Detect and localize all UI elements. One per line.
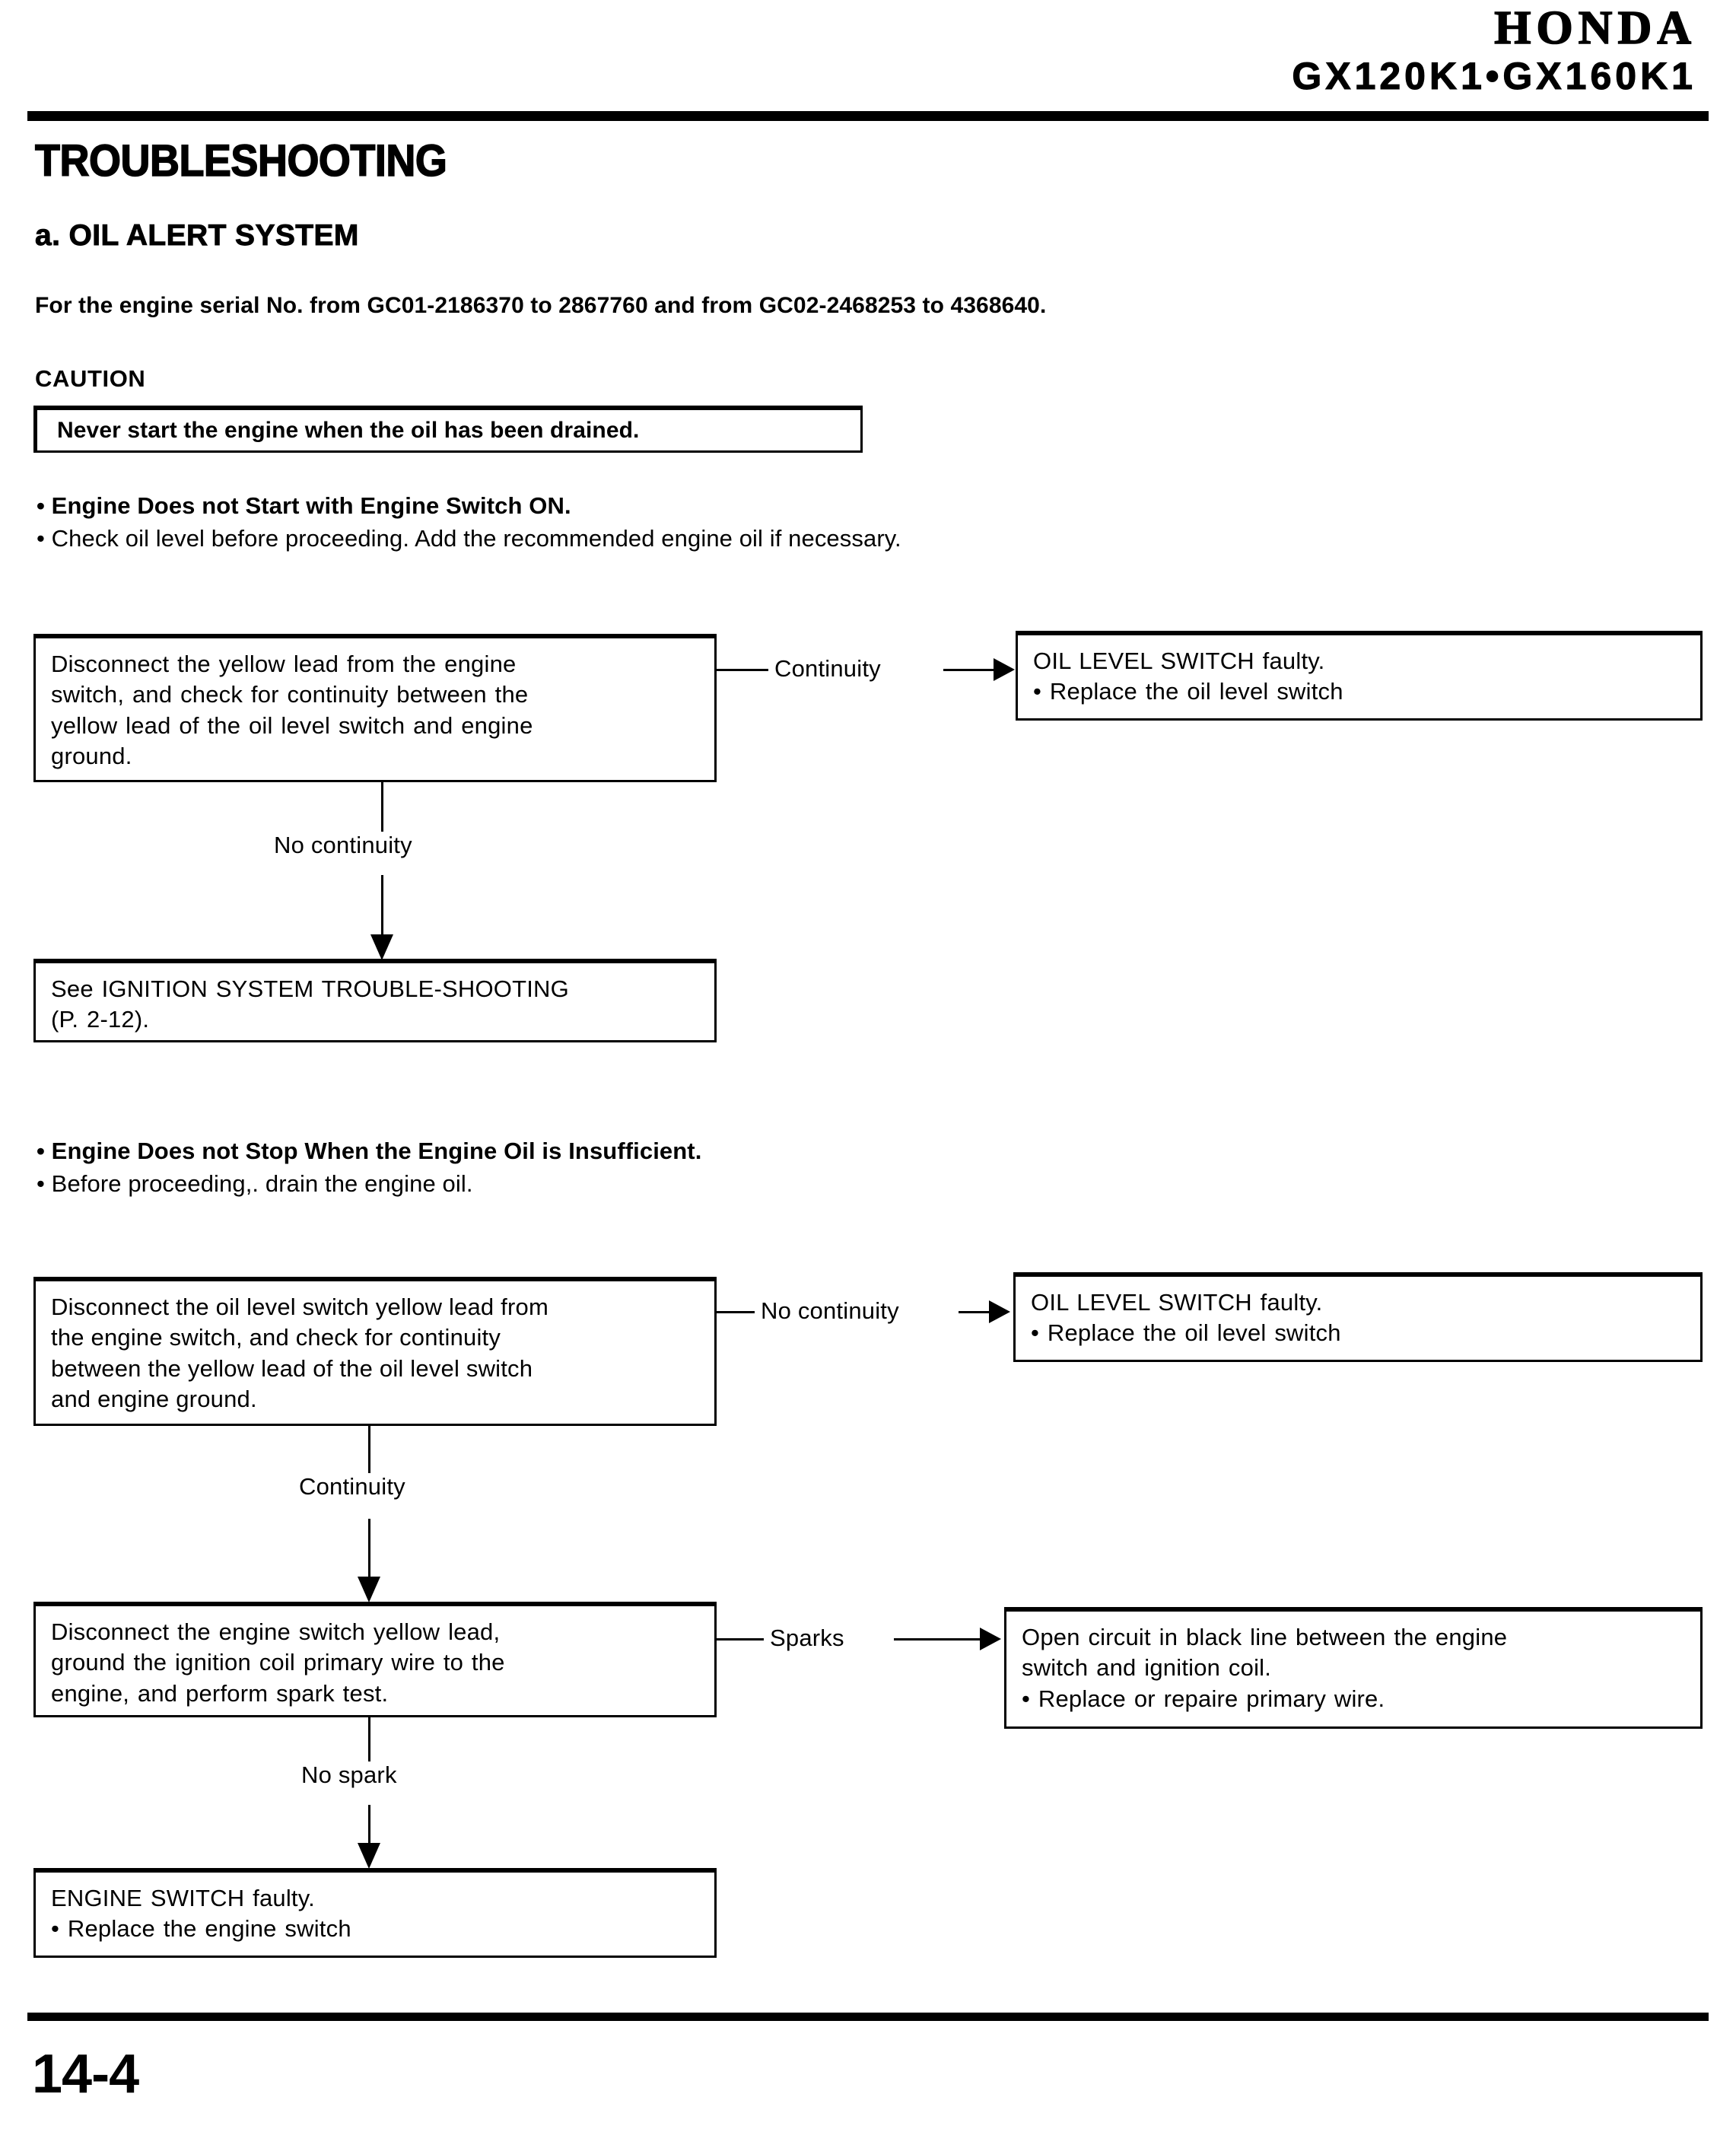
section2-down-connector-upper	[368, 1426, 370, 1487]
section1-headings: • Engine Does not Start with Engine Swit…	[37, 492, 901, 552]
section1-start-line4: ground.	[51, 742, 132, 769]
caution-box: Never start the engine when the oil has …	[33, 406, 863, 453]
section2-continuity-label: Continuity	[293, 1473, 412, 1500]
model-designation: GX120K1•GX160K1	[1292, 55, 1696, 98]
section1-ignition-line2: (P. 2-12).	[51, 1006, 150, 1033]
section2-subheading: • Before proceeding,. drain the engine o…	[37, 1170, 473, 1197]
section1-continuity-label: Continuity	[768, 655, 887, 683]
section2-nospark-connector-lower	[368, 1805, 370, 1851]
page-title: TROUBLESHOOTING	[34, 135, 447, 186]
serial-number-note: For the engine serial No. from GC01-2186…	[35, 293, 1047, 318]
section2-start-line4: and engine ground.	[51, 1385, 257, 1412]
section2-spark-line3: engine, and perform spark test.	[51, 1679, 389, 1707]
section2-open-circuit-line1: Open circuit in black line between the e…	[1022, 1624, 1508, 1650]
header-brand-block: HONDA GX120K1•GX160K1	[1292, 2, 1696, 98]
section1-right-connector-right	[943, 669, 1006, 671]
section1-subheading: • Check oil level before proceeding. Add…	[37, 525, 901, 552]
section2-spark-line2: ground the ignition coil primary wire to…	[51, 1649, 505, 1676]
section1-heading: • Engine Does not Start with Engine Swit…	[37, 492, 571, 519]
section2-start-line2: the engine switch, and check for continu…	[51, 1324, 501, 1351]
section1-right-connector-left	[717, 669, 770, 671]
section2-no-spark-label: No spark	[295, 1761, 403, 1789]
section2-down-arrowhead	[358, 1577, 380, 1602]
section1-result-line2: • Replace the oil level switch	[1033, 678, 1343, 705]
section2-result-box: OIL LEVEL SWITCH faulty. • Replace the o…	[1013, 1272, 1703, 1362]
section2-nospark-arrowhead	[358, 1843, 380, 1869]
section2-nospark-connector-upper	[368, 1717, 370, 1775]
footer-divider-rule	[27, 2013, 1709, 2021]
section2-right-connector-right	[959, 1311, 995, 1313]
section1-down-connector-lower	[381, 875, 383, 942]
section1-start-line3: yellow lead of the oil level switch and …	[51, 711, 533, 739]
section2-spark-line1: Disconnect the engine switch yellow lead…	[51, 1618, 501, 1645]
section1-start-box: Disconnect the yellow lead from the engi…	[33, 634, 717, 782]
section2-down-connector-lower	[368, 1519, 370, 1584]
section2-spark-test-box: Disconnect the engine switch yellow lead…	[33, 1602, 717, 1717]
section1-no-continuity-label: No continuity	[268, 832, 418, 859]
section2-no-continuity-label: No continuity	[755, 1297, 905, 1325]
section2-sparks-connector-left	[717, 1638, 767, 1641]
section1-down-arrowhead	[370, 934, 393, 960]
section2-final-line1: ENGINE SWITCH faulty.	[51, 1885, 315, 1911]
section2-open-circuit-line3: • Replace or repaire primary wire.	[1022, 1685, 1385, 1712]
section2-result-line2: • Replace the oil level switch	[1031, 1319, 1341, 1347]
section1-down-connector-upper	[381, 782, 383, 846]
section2-sparks-arrowhead	[980, 1628, 1001, 1650]
section2-final-box: ENGINE SWITCH faulty. • Replace the engi…	[33, 1868, 717, 1958]
honda-logo: HONDA	[1493, 2, 1696, 54]
caution-text: Never start the engine when the oil has …	[57, 417, 640, 443]
section1-start-line2: switch, and check for continuity between…	[51, 681, 529, 708]
page-number: 14-4	[32, 2044, 139, 2105]
section1-right-arrowhead	[994, 658, 1015, 681]
section2-right-connector-left	[717, 1311, 756, 1313]
section2-final-line2: • Replace the engine switch	[51, 1915, 351, 1943]
section2-start-line3: between the yellow lead of the oil level…	[51, 1354, 533, 1382]
section2-start-box: Disconnect the oil level switch yellow l…	[33, 1277, 717, 1426]
section2-start-line1: Disconnect the oil level switch yellow l…	[51, 1294, 548, 1320]
section2-heading: • Engine Does not Stop When the Engine O…	[37, 1138, 702, 1164]
section1-ignition-ref-box: See IGNITION SYSTEM TROUBLE-SHOOTING (P.…	[33, 959, 717, 1042]
header-divider-rule	[27, 111, 1709, 121]
section-title: a. OIL ALERT SYSTEM	[35, 219, 359, 253]
caution-label: CAUTION	[35, 365, 146, 392]
section2-open-circuit-line2: switch and ignition coil.	[1022, 1654, 1272, 1682]
section2-right-arrowhead	[989, 1300, 1010, 1323]
section2-open-circuit-box: Open circuit in black line between the e…	[1004, 1607, 1703, 1729]
section1-result-box: OIL LEVEL SWITCH faulty. • Replace the o…	[1016, 631, 1703, 721]
section2-result-line1: OIL LEVEL SWITCH faulty.	[1031, 1289, 1323, 1316]
section2-sparks-label: Sparks	[764, 1625, 851, 1652]
section2-sparks-connector-right	[894, 1638, 985, 1641]
section1-start-line1: Disconnect the yellow lead from the engi…	[51, 651, 517, 677]
section1-result-line1: OIL LEVEL SWITCH faulty.	[1033, 648, 1325, 674]
section2-headings: • Engine Does not Stop When the Engine O…	[37, 1138, 701, 1198]
section1-ignition-line1: See IGNITION SYSTEM TROUBLE-SHOOTING	[51, 975, 569, 1002]
